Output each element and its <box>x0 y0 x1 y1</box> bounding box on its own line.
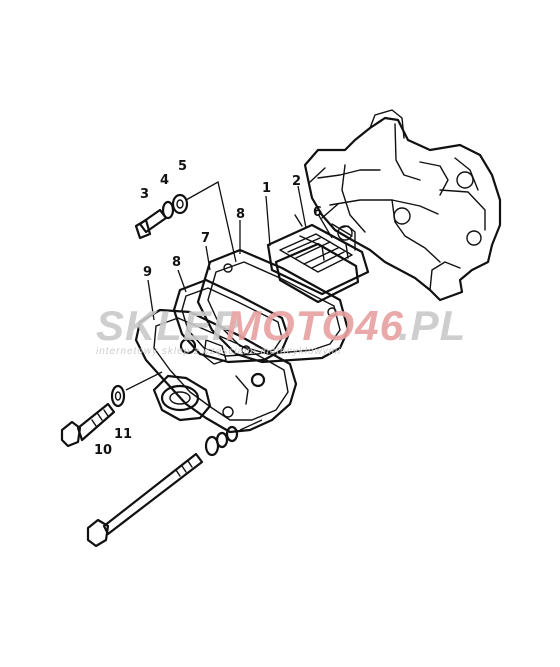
watermark-brand-right: .PL <box>398 302 466 349</box>
watermark-brand-mid: MOTO46 <box>226 302 404 349</box>
callout-10: 10 <box>94 443 112 458</box>
reed-valve-assembly <box>266 214 370 304</box>
long-stud-bolt <box>86 452 204 548</box>
washer-4 <box>161 200 175 220</box>
callout-9: 9 <box>143 265 152 280</box>
stud-washer <box>204 425 239 457</box>
callout-4: 4 <box>160 173 169 188</box>
cover-9 <box>134 308 298 434</box>
watermark-tagline: internetowy sklep z częściami motocyklow… <box>96 346 341 357</box>
callout-5: 5 <box>178 159 187 174</box>
bolt-10 <box>60 402 116 448</box>
watermark-brand-left: SKLEP <box>96 302 241 349</box>
bolt-3 <box>134 208 168 240</box>
gasket-7 <box>196 248 350 364</box>
watermark: SKLEP MOTO46 .PL internetowy sklep z czę… <box>96 302 466 357</box>
callout-1: 1 <box>262 181 271 196</box>
engine-housing <box>303 109 502 302</box>
washer-5 <box>171 193 189 215</box>
callout-6: 6 <box>313 205 322 220</box>
callout-2: 2 <box>292 174 301 189</box>
callout-3: 3 <box>140 187 149 202</box>
washer-11 <box>110 384 126 408</box>
callout-7: 7 <box>201 231 210 246</box>
callout-11: 11 <box>114 427 132 442</box>
callout-8-upper: 8 <box>236 207 245 222</box>
callout-8-lower: 8 <box>172 255 181 270</box>
